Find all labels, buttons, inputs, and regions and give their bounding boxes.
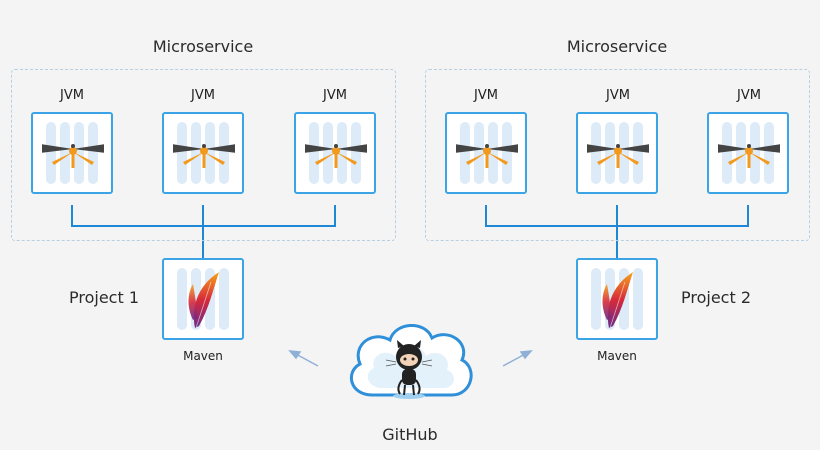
group-2-title: Microservice (566, 37, 668, 56)
apache-feather-icon (602, 272, 633, 329)
tile-art (587, 122, 649, 184)
tile-stripe (750, 122, 760, 184)
tile-stripe (591, 122, 601, 184)
tile-stripe (474, 122, 484, 184)
tile-stripe (488, 122, 498, 184)
duke-spinner-icon (305, 144, 367, 168)
jvm-tile (31, 112, 113, 194)
duke-spinner-icon (587, 144, 649, 168)
tile-art (591, 268, 643, 330)
project-2-label: Project 2 (681, 288, 752, 307)
tile-stripe (619, 122, 629, 184)
tile-stripe (633, 122, 643, 184)
tile-stripe (337, 122, 347, 184)
tile-stripe (633, 268, 643, 330)
microservice-group-2 (425, 69, 810, 241)
tile-stripe (764, 122, 774, 184)
jvm-label: JVM (60, 88, 84, 103)
tile-art (177, 268, 229, 330)
tile-stripe (502, 122, 512, 184)
maven-tile-project-1 (162, 258, 244, 340)
jvm-tile (162, 112, 244, 194)
tile-stripe (205, 122, 215, 184)
tile-art (718, 122, 780, 184)
tile-stripe (722, 122, 732, 184)
github-label: GitHub (382, 425, 438, 444)
jvm-label: JVM (737, 88, 761, 103)
jvm-label: JVM (323, 88, 347, 103)
tile-art (456, 122, 518, 184)
tile-stripe (219, 268, 229, 330)
duke-spinner-icon (456, 144, 518, 168)
tile-stripe (46, 122, 56, 184)
jvm-label: JVM (191, 88, 215, 103)
tile-stripe (591, 268, 601, 330)
arrow-right-head (519, 350, 533, 360)
tile-stripe (88, 122, 98, 184)
jvm-label: JVM (474, 88, 498, 103)
jvm-tile (576, 112, 658, 194)
maven-label: Maven (597, 349, 637, 363)
tile-stripe (605, 122, 615, 184)
jvm-tile (294, 112, 376, 194)
maven-tile-project-2 (576, 258, 658, 340)
microservice-group-1 (11, 69, 396, 241)
jvm-label: JVM (606, 88, 630, 103)
tile-stripe (177, 268, 187, 330)
tile-stripe (460, 122, 470, 184)
jvm-tile (445, 112, 527, 194)
tile-stripe (60, 122, 70, 184)
tile-stripe (191, 122, 201, 184)
tile-art (42, 122, 104, 184)
maven-label: Maven (183, 349, 223, 363)
duke-spinner-icon (718, 144, 780, 168)
tile-stripe (219, 122, 229, 184)
apache-feather-icon (188, 272, 219, 329)
tile-stripe (736, 122, 746, 184)
group-1-title: Microservice (152, 37, 254, 56)
tile-stripe (177, 122, 187, 184)
octocat-icon (385, 340, 433, 399)
project-1-label: Project 1 (69, 288, 140, 307)
tile-art (173, 122, 235, 184)
group2-connectors (485, 205, 749, 258)
tile-stripe (309, 122, 319, 184)
tile-art (305, 122, 367, 184)
arrow-left-head (288, 350, 302, 360)
arrows (288, 350, 533, 367)
tile-stripe (323, 122, 333, 184)
duke-spinner-icon (42, 144, 104, 168)
tile-stripe (74, 122, 84, 184)
group1-connectors (71, 205, 336, 258)
jvm-tile (707, 112, 789, 194)
duke-spinner-icon (173, 144, 235, 168)
tile-stripe (351, 122, 361, 184)
